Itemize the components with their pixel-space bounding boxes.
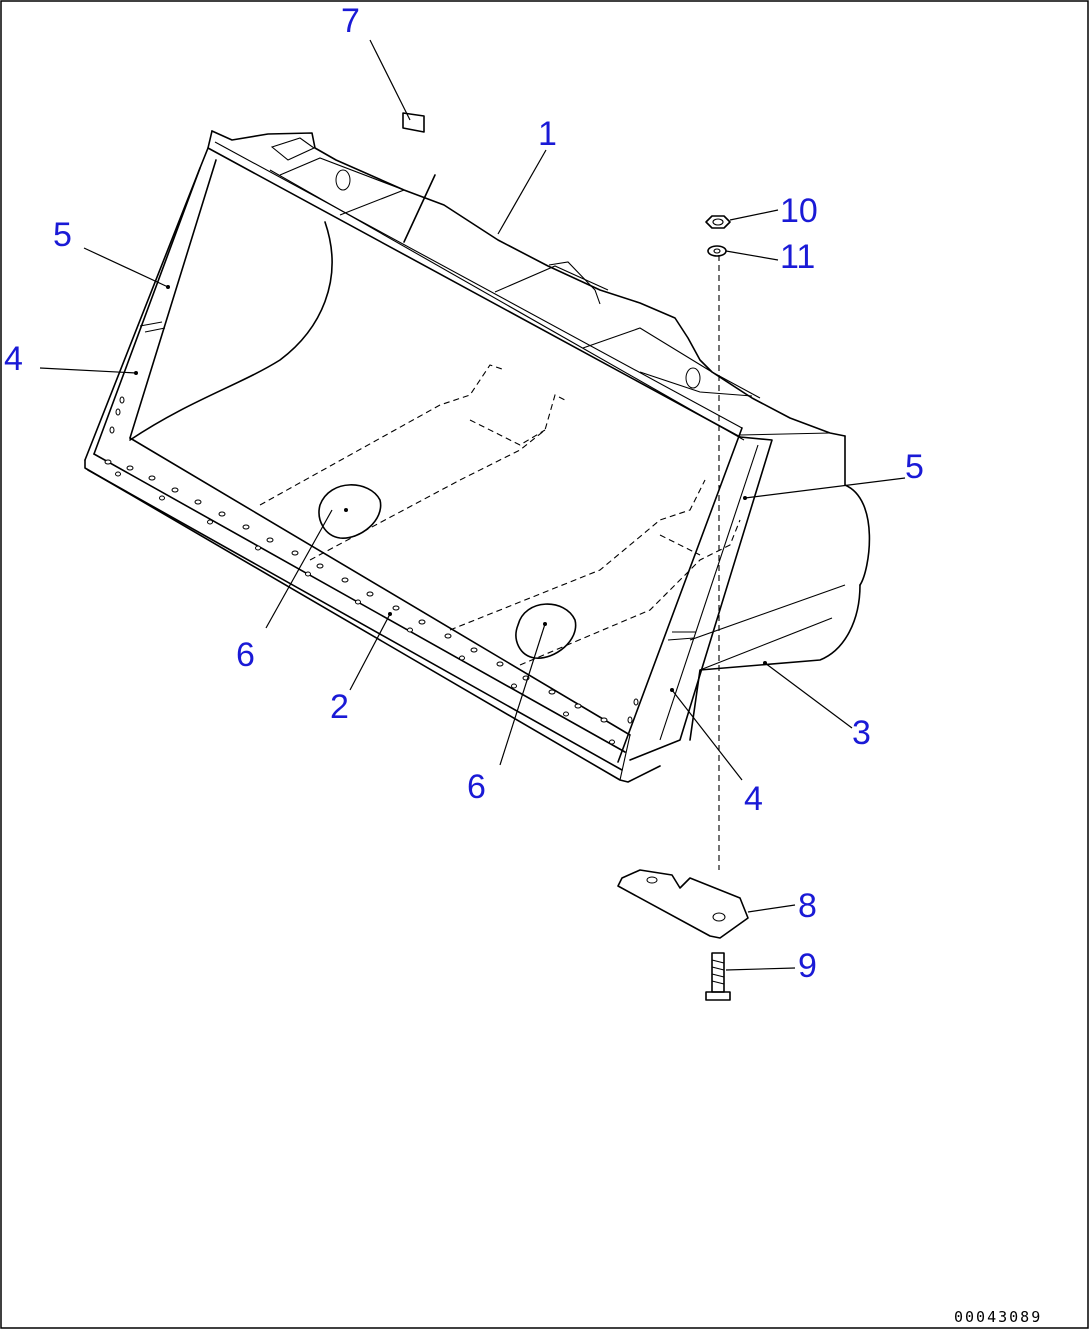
- callout-10: 10: [780, 192, 818, 230]
- callout-2: 2: [330, 688, 349, 726]
- top-hole-left: [335, 169, 351, 191]
- wear-plate-right: [515, 603, 577, 659]
- callout-3: 3: [852, 714, 871, 752]
- part-11-washer: [707, 245, 727, 257]
- top-hole-right: [685, 367, 701, 389]
- bucket-body: [84, 130, 871, 870]
- callout-11: 11: [780, 238, 815, 276]
- callout-6-right: 6: [467, 768, 486, 806]
- callout-labels: 7 1 10 11 5 4 5 6 2 3 6 4 8 9: [4, 2, 924, 985]
- callout-1: 1: [538, 115, 557, 153]
- wear-plate-left: [318, 484, 382, 539]
- callout-5-right: 5: [905, 448, 924, 486]
- callout-7: 7: [341, 2, 360, 40]
- part-9-bolt: [705, 952, 731, 1001]
- edge-holes: [104, 396, 639, 745]
- callout-5-left: 5: [53, 216, 72, 254]
- callout-6-left: 6: [236, 636, 255, 674]
- callout-8: 8: [798, 887, 817, 925]
- drawing-code: 00043089: [954, 1308, 1042, 1326]
- callout-4-right: 4: [744, 780, 763, 818]
- callout-4-left: 4: [4, 340, 23, 378]
- part-7-plate: [402, 112, 425, 133]
- leader-lines: [39, 39, 906, 971]
- part-10-nut: [705, 215, 731, 229]
- part-8-plate: [617, 869, 749, 939]
- callout-9: 9: [798, 947, 817, 985]
